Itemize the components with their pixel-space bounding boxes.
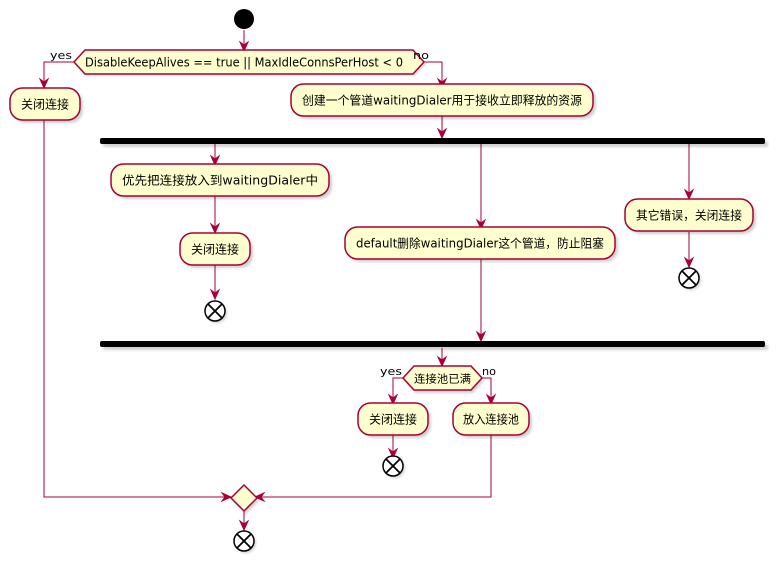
decision-keepalive: DisableKeepAlives == true || MaxIdleConn…: [72, 49, 426, 75]
action-close-connection-fork1-label: 关闭连接: [191, 242, 239, 257]
action-put-into-pool: 放入连接池: [452, 402, 532, 438]
decision-pool-full-condition: 连接池已满: [414, 373, 471, 386]
action-close-connection-fork1: 关闭连接: [179, 232, 253, 268]
action-other-error-label: 其它错误，关闭连接: [636, 208, 742, 223]
edges: [38, 30, 695, 532]
action-other-error: 其它错误，关闭连接: [624, 198, 756, 234]
action-create-waiting-dialer-label: 创建一个管道waitingDialer用于接收立即释放的资源: [302, 93, 582, 108]
stop-node-branch3: [678, 267, 701, 290]
action-default-delete-channel: default删除waitingDialer这个管道，防止阻塞: [344, 226, 618, 262]
stop-node-branch1: [204, 300, 227, 323]
action-default-delete-channel-label: default删除waitingDialer这个管道，防止阻塞: [356, 236, 604, 251]
decision-keepalive-condition: DisableKeepAlives == true || MaxIdleConn…: [85, 56, 403, 70]
stop-node-pool-full: [382, 455, 405, 478]
action-put-into-waiting-dialer-label: 优先把连接放入到waitingDialer中: [122, 173, 318, 188]
stop-node-final: [233, 530, 256, 553]
merge-node: [229, 483, 259, 513]
action-put-into-pool-label: 放入连接池: [463, 412, 519, 427]
action-close-connection-left: 关闭连接: [9, 87, 83, 123]
decision-keepalive-no-label: no: [413, 49, 429, 62]
action-put-into-waiting-dialer: 优先把连接放入到waitingDialer中: [110, 163, 332, 199]
start-node: [234, 9, 254, 29]
decision-pool-full: 连接池已满: [401, 365, 484, 393]
fork-bar: [100, 138, 765, 144]
decision-pool-full-no-label: no: [482, 365, 496, 378]
decision-pool-full-yes-label: yes: [380, 365, 402, 378]
action-close-connection-left-label: 关闭连接: [21, 97, 69, 112]
action-close-connection-pool-full: 关闭连接: [357, 402, 431, 438]
action-close-connection-pool-full-label: 关闭连接: [369, 412, 417, 427]
join-bar: [100, 341, 765, 347]
action-create-waiting-dialer: 创建一个管道waitingDialer用于接收立即释放的资源: [290, 83, 596, 119]
decision-keepalive-yes-label: yes: [50, 49, 72, 62]
